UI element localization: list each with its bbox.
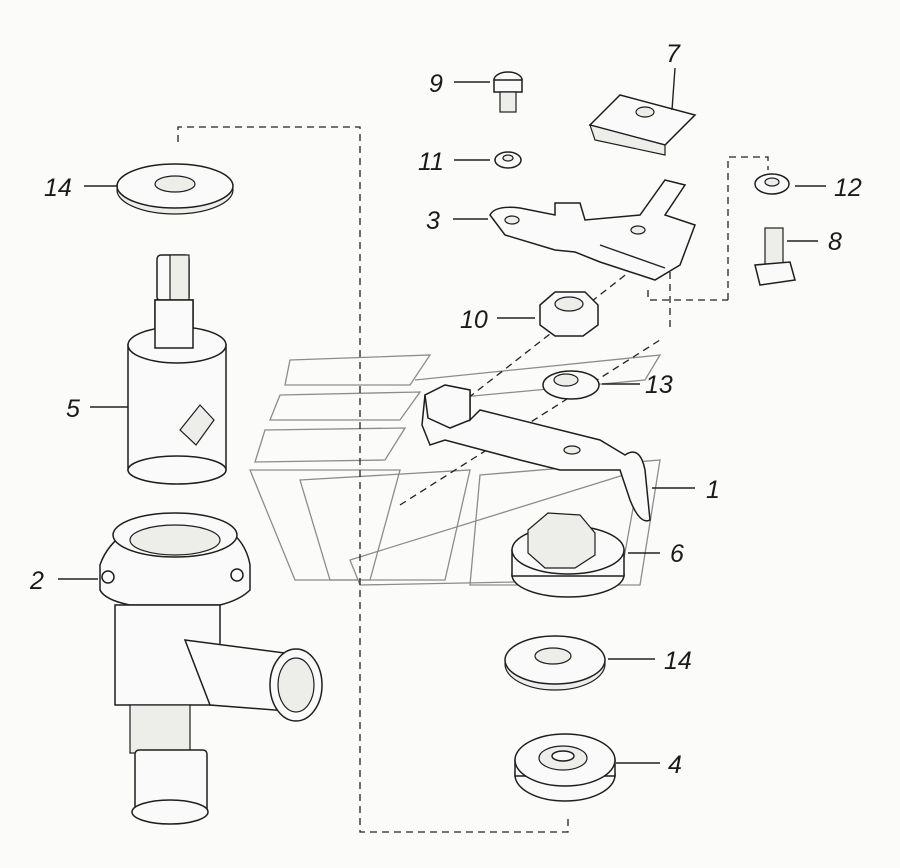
part-8-bolt [754, 227, 796, 286]
leader-lines [58, 67, 826, 764]
callout-9: 9 [429, 70, 443, 98]
part-10-nut [539, 291, 599, 337]
callout-7: 7 [666, 40, 681, 68]
callout-13: 13 [645, 371, 673, 399]
callout-14-top: 14 [44, 174, 72, 202]
callout-3: 3 [426, 207, 440, 235]
callout-14-bottom: 14 [664, 647, 692, 675]
part-13-washer [542, 370, 600, 400]
callout-2: 2 [29, 567, 44, 595]
part-6-plug [511, 512, 625, 598]
part-7-clamp [588, 94, 697, 156]
callout-6: 6 [670, 540, 684, 568]
part-1-lever [421, 384, 651, 522]
callout-12: 12 [834, 174, 862, 202]
callout-1: 1 [706, 476, 720, 504]
callout-5: 5 [66, 395, 80, 423]
part-12-washer [754, 173, 790, 195]
callout-10: 10 [460, 306, 488, 334]
part-14-washer-bottom [504, 635, 606, 691]
part-3-bracket [489, 179, 696, 281]
part-11-small-washer [494, 151, 522, 169]
callout-labels: 1 2 3 4 5 6 7 8 9 10 11 12 13 14 14 [29, 40, 862, 779]
callout-4: 4 [668, 751, 682, 779]
part-5-valve-plug [127, 254, 227, 485]
part-9-screw [493, 71, 523, 113]
part-4-seal [514, 733, 616, 802]
part-2-valve-body [99, 512, 323, 825]
callout-8: 8 [828, 228, 842, 256]
callout-11: 11 [418, 148, 444, 176]
part-14-washer-top [116, 163, 234, 215]
